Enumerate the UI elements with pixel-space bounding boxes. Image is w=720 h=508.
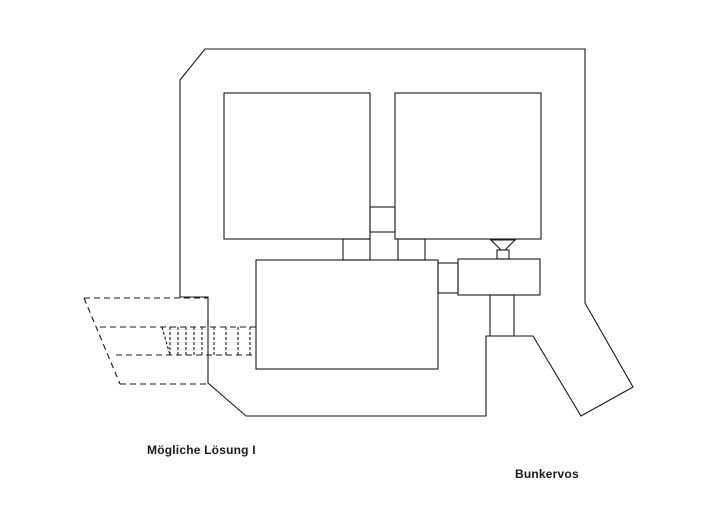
main-hall <box>255 259 439 370</box>
entrance-corridor <box>83 297 256 385</box>
outer-wall <box>179 48 634 417</box>
passage-upper <box>369 206 396 233</box>
author-caption: Bunkervos <box>515 467 579 481</box>
shaft <box>489 294 515 337</box>
fixture-symbol <box>489 239 517 251</box>
connector-middle <box>397 238 426 261</box>
room-top-left <box>223 92 371 240</box>
side-chamber <box>457 258 541 296</box>
room-top-right <box>394 92 542 240</box>
link-passage <box>437 262 459 294</box>
fixture-base <box>496 249 510 260</box>
connector-left <box>342 238 371 261</box>
solution-caption: Mögliche Lösung I <box>147 443 256 457</box>
entrance-steps <box>161 326 251 356</box>
